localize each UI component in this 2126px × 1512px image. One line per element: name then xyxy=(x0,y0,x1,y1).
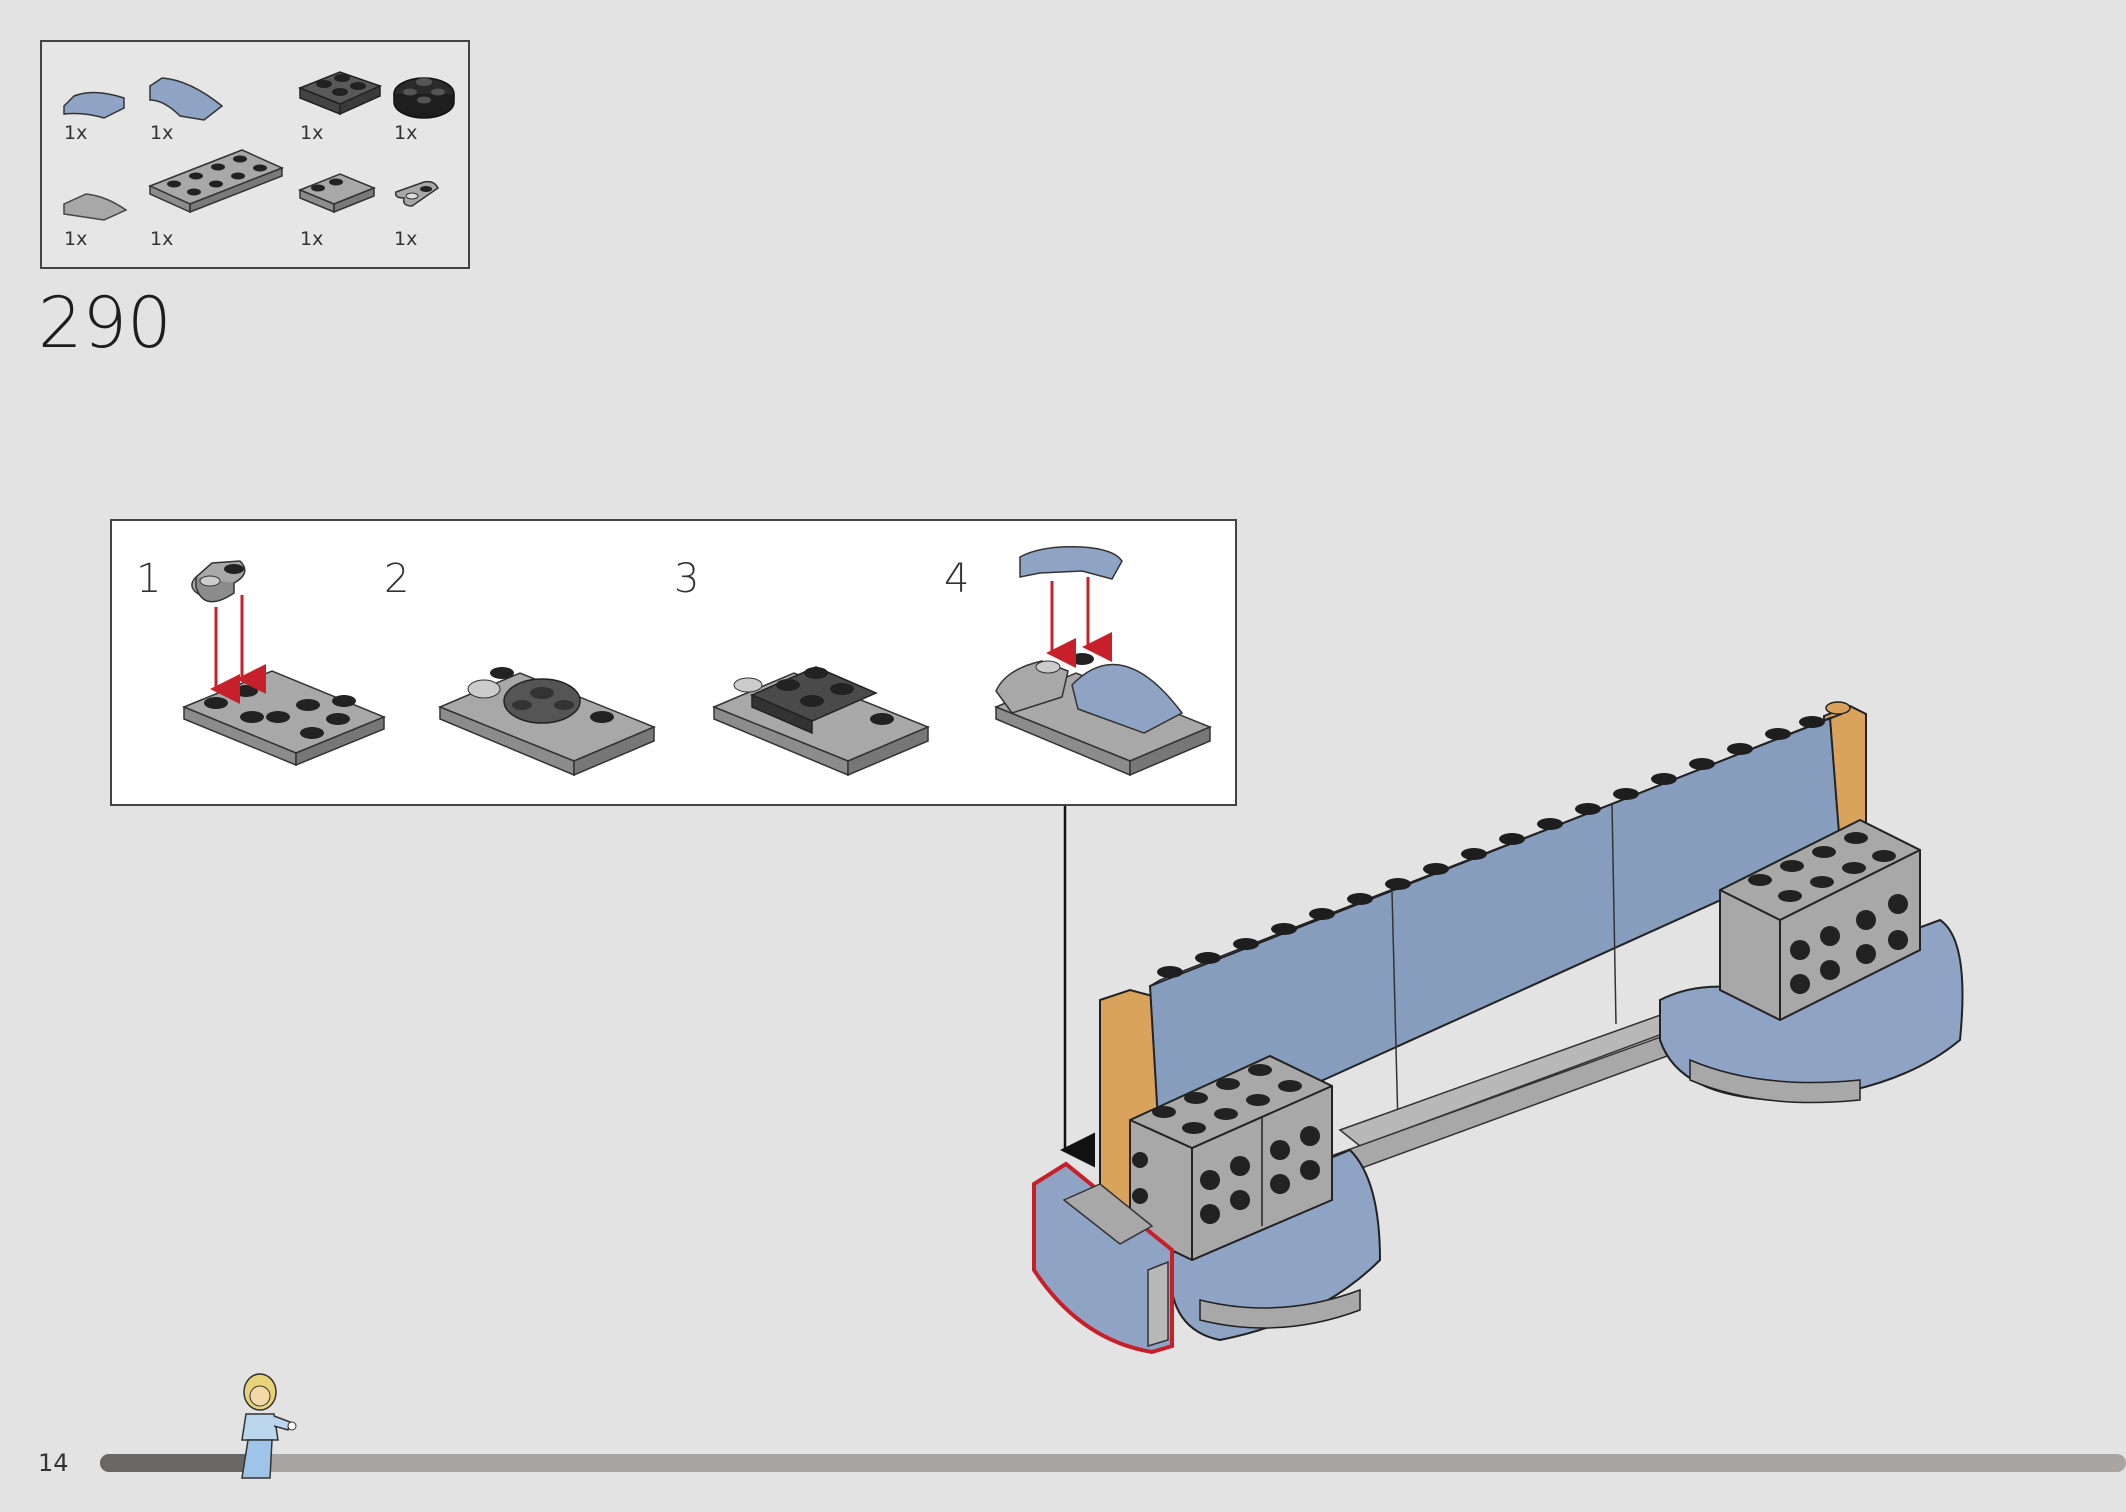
black-round-plate-2x2-icon xyxy=(393,77,455,119)
light-gray-plate-2x4-icon xyxy=(148,149,284,214)
part-qty: 1x xyxy=(150,228,174,250)
part-qty: 1x xyxy=(394,228,418,250)
light-gray-plate-1x2-rounded-icon xyxy=(394,180,439,207)
substep-number: 3 xyxy=(674,556,700,602)
base-rail xyxy=(1338,1007,1702,1147)
wall-studs xyxy=(1157,716,1825,978)
blue-curved-slope-2x2-icon xyxy=(149,77,224,121)
substep-1-illustration xyxy=(182,560,386,767)
part-qty: 1x xyxy=(300,228,324,250)
blue-curved-slope-1x2-icon xyxy=(63,91,125,119)
part-qty: 1x xyxy=(300,122,324,144)
parts-list: 1x 1x 1x 1x 1x 1x 1x 1x xyxy=(40,40,470,269)
parts-illustrations xyxy=(63,71,455,221)
part-qty: 1x xyxy=(150,122,174,144)
substep-callout: 1 2 3 4 xyxy=(110,519,1237,806)
page-number: 14 xyxy=(38,1449,69,1477)
left-tan-post xyxy=(1099,988,1161,1212)
part-qty: 1x xyxy=(64,122,88,144)
dark-gray-plate-2x2-icon xyxy=(297,71,383,116)
left-pedestal xyxy=(1129,1054,1382,1342)
progress-bar-fill xyxy=(100,1454,263,1472)
substep-2-illustration xyxy=(438,667,656,777)
highlighted-new-part xyxy=(1032,1161,1174,1355)
substep-4-illustration xyxy=(994,545,1212,777)
minifigure-progress-marker xyxy=(241,1373,297,1479)
substep-number: 1 xyxy=(136,556,162,602)
step-number: 290 xyxy=(38,282,172,364)
light-gray-curved-slope-1x2-icon xyxy=(63,193,128,221)
right-pedestal xyxy=(1659,818,1964,1104)
substep-3-illustration xyxy=(712,666,930,777)
part-qty: 1x xyxy=(394,122,418,144)
part-qty: 1x xyxy=(64,228,88,250)
substep-number: 2 xyxy=(384,556,410,602)
substep-number: 4 xyxy=(944,556,970,602)
back-wall xyxy=(1148,716,1842,1156)
right-tan-post xyxy=(1823,704,1867,850)
substep-illustrations xyxy=(182,545,1212,777)
gray-plate-with-rail-icon xyxy=(298,173,376,214)
progress-bar-track xyxy=(100,1454,2126,1472)
